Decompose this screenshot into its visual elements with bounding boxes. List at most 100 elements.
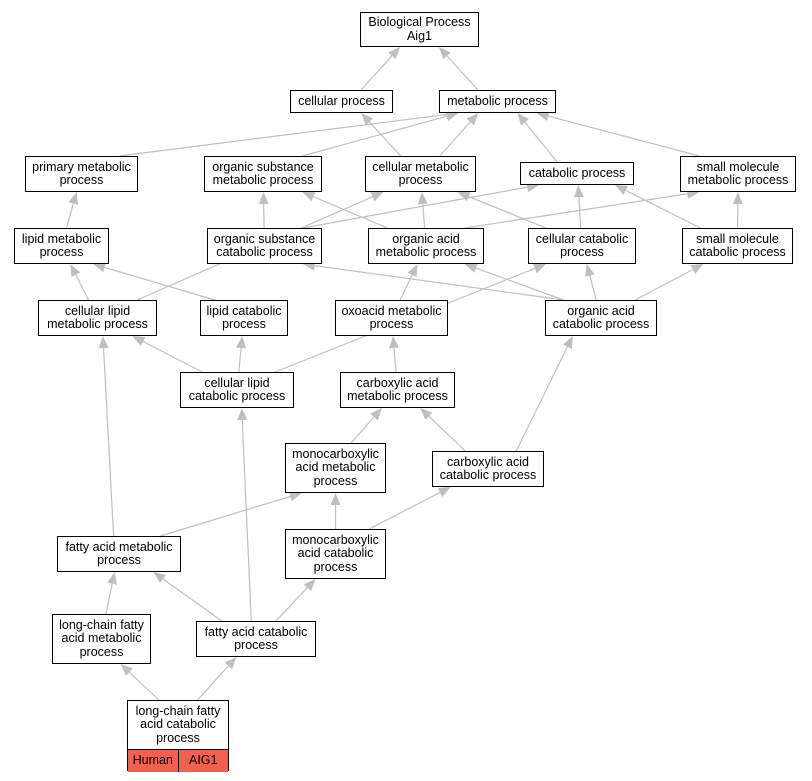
node-lipid-catabolic-process[interactable]: lipid catabolic process [200,300,288,336]
edge-celllipidcat-to-celllipid [142,340,203,373]
node-oxoacid-metabolic-process[interactable]: oxoacid metabolic process [335,300,448,336]
edge-smallmol-to-metabolic [547,115,700,157]
node-small-molecule-catabolic-process[interactable]: small molecule catabolic process [682,228,793,264]
node-root-biological-process[interactable]: Biological Process Aig1 [360,12,479,47]
arrowhead-lipidmet [70,264,81,277]
node-small-molecule-metabolic-process[interactable]: small molecule metabolic process [680,156,796,192]
node-cellular-metabolic-process[interactable]: cellular metabolic process [365,156,476,192]
arrowhead-cellmet [417,192,428,205]
edge-fattymet-to-celllipid [102,347,115,537]
edge-orgacid-to-smallmol [464,193,688,229]
edge-carbcat-to-orgacidcat [515,346,568,452]
arrowhead-metabolic [536,111,550,121]
node-organic-substance-metabolic-process[interactable]: organic substance metabolic process [204,156,322,192]
arrowhead-fattycat [224,657,237,670]
arrowhead-monomet [330,493,341,505]
edge-cellmet-to-cellular [368,121,402,157]
edge-orgacid-to-cellmet [422,203,426,229]
node-lipid-metabolic-process[interactable]: lipid metabolic process [14,228,109,264]
edge-catabolic-to-metabolic [524,121,558,163]
edge-orgacidcat-to-orgacid [475,267,564,301]
edge-primary-to-metabolic [119,113,447,157]
arrowhead-metabolic [517,113,529,126]
node-cellular-catabolic-process[interactable]: cellular catabolic process [528,228,636,264]
edge-metabolic-to-root [446,55,479,91]
edge-cellmet-to-metabolic [439,121,471,157]
arrowhead-cellcat [533,263,546,274]
edge-monomet-to-carbmet [350,416,375,444]
edge-orgsubcat-to-orgsub [263,203,265,229]
arrowhead-carbcat [437,487,451,497]
node-cellular-process[interactable]: cellular process [290,90,393,113]
node-monocarboxylic-acid-metabolic-process[interactable]: monocarboxylic acid metabolic process [285,443,386,493]
arrowhead-orgacid [464,263,478,273]
arrowhead-celllipidcat [237,408,248,421]
edge-carbmet-to-oxoacid [393,347,397,373]
arrowhead-metabolic [445,111,459,122]
arrowhead-orgsub [302,192,316,202]
arrowhead-metabolic [466,113,479,126]
edge-orgacidcat-to-cellcat [589,275,597,301]
gene-tag[interactable]: AIG1 [177,750,229,772]
arrowhead-catabolic [615,185,628,195]
node-cellular-lipid-catabolic-process[interactable]: cellular lipid catabolic process [180,372,294,408]
edge-cellular-to-root [360,55,393,91]
edge-fattycat-to-monocat [275,587,308,622]
arrowhead-lcfamet [120,664,133,676]
arrowhead-orgacid [407,264,418,277]
node-organic-acid-catabolic-process[interactable]: organic acid catabolic process [545,300,657,336]
node-primary-metabolic-process[interactable]: primary metabolic process [25,156,138,192]
arrowhead-lipidcat [236,336,247,349]
arrowhead-primary [68,192,79,205]
node-fatty-acid-metabolic-process[interactable]: fatty acid metabolic process [57,536,181,572]
arrowhead-cellular [361,113,374,126]
edge-fattycat-to-fattymet [162,578,223,622]
query-term-label: long-chain fatty acid catabolic process [135,703,221,745]
arrowhead-catabolic [573,185,584,198]
edge-fattymet-to-monomet [160,495,291,537]
edge-lcfamet-to-fattymet [105,583,113,615]
node-carboxylic-acid-metabolic-process[interactable]: carboxylic acid metabolic process [340,372,455,408]
node-organic-substance-catabolic-process[interactable]: organic substance catabolic process [207,228,322,264]
arrowhead-monocat [303,579,316,592]
arrowhead-oxoacid [389,336,399,349]
node-monocarboxylic-acid-catabolic-process[interactable]: monocarboxylic acid catabolic process [285,529,386,579]
arrowhead-cellcat [584,264,595,277]
arrowhead-root [439,47,451,60]
edge-orgacid-to-orgsub [313,196,388,229]
node-catabolic-process[interactable]: catabolic process [520,162,634,185]
arrowhead-carbmet [370,408,382,421]
arrowhead-cellmet [457,191,471,202]
edge-orgsub-to-metabolic [302,115,448,157]
node-carboxylic-acid-catabolic-process[interactable]: carboxylic acid catabolic process [432,451,544,487]
edge-orgacidcat-to-smallmolcat [634,269,694,301]
node-query-long-chain-fatty-acid-catabolic-process[interactable]: long-chain fatty acid catabolic process … [127,700,229,772]
edge-celllipidcat-to-lipidcat [238,347,242,373]
edge-lipidcat-to-lipidmet [104,266,215,301]
arrowhead-celllipid [98,336,109,349]
arrowhead-orgacidcat [562,336,573,349]
node-metabolic-process[interactable]: metabolic process [439,90,556,113]
edge-cellcat-to-cellmet [468,195,547,229]
node-cellular-lipid-metabolic-process[interactable]: cellular lipid metabolic process [38,300,157,336]
arrowhead-smallmol [732,192,743,205]
edge-smallmolcat-to-catabolic [625,189,701,229]
annotation-tags: Human AIG1 [128,749,228,772]
arrowhead-lipidmet [93,262,107,273]
arrowhead-carbmet [420,408,433,420]
arrowhead-fattymet [153,572,166,584]
edge-query-to-fattycat [197,665,229,701]
node-long-chain-fatty-acid-metabolic-process[interactable]: long-chain fatty acid metabolic process [52,614,151,664]
arrowhead-monomet [288,491,302,502]
arrowhead-celllipid [132,336,146,346]
edge-carbcat-to-carbmet [428,415,466,452]
node-organic-acid-metabolic-process[interactable]: organic acid metabolic process [368,228,484,264]
species-tag[interactable]: Human [132,753,173,768]
arrowhead-orgsub [258,192,269,205]
edge-cellcat-to-catabolic [578,196,582,229]
node-fatty-acid-catabolic-process[interactable]: fatty acid catabolic process [196,621,316,657]
arrowhead-root [388,47,400,60]
edge-celllipid-to-lipidmet [75,274,90,301]
